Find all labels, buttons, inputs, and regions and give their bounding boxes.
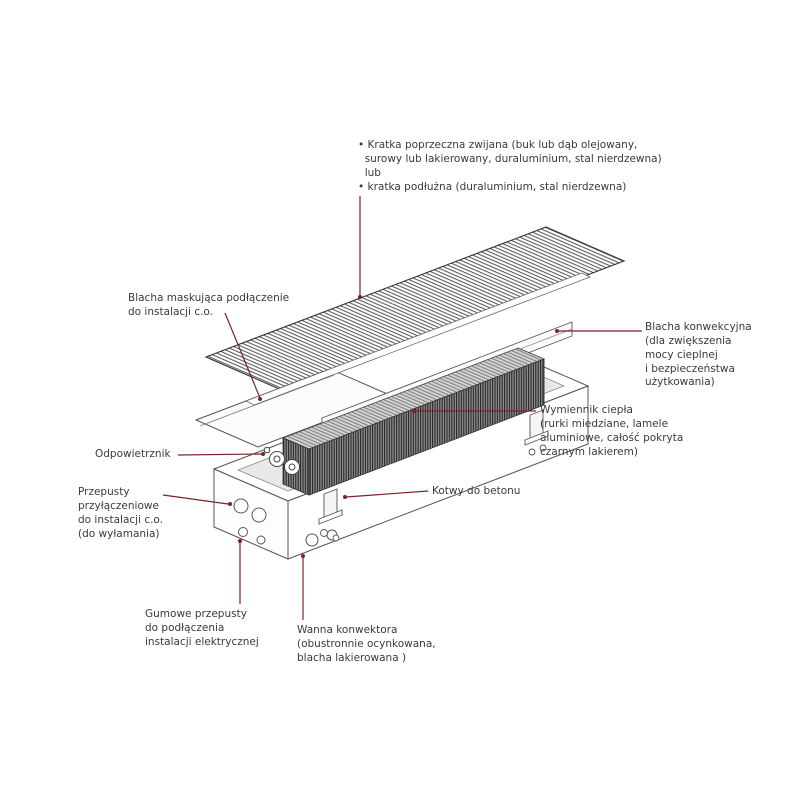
label-air-vent: Odpowietrznik — [95, 448, 171, 460]
label-tub: Wanna konwektora (obustronnie ocynkowana… — [297, 624, 436, 664]
label-heat-exchanger: Wymiennik ciepła (rurki miedziane, lamel… — [540, 404, 684, 458]
concrete-anchors — [318, 409, 549, 542]
label-rubber-grommets: Gumowe przepusty do podłączenia instalac… — [145, 608, 259, 648]
grille-frame-bar — [245, 272, 591, 406]
leader-co-knockouts — [162, 494, 229, 505]
label-anchors: Kotwy do betonu — [432, 485, 521, 497]
label-co-knockouts: Przepusty przyłączeniowe do instalacji c… — [78, 486, 164, 540]
connection-pipes — [263, 446, 300, 475]
leader-masking-plate — [224, 312, 261, 399]
air-vent — [263, 446, 271, 454]
leader-air-vent — [177, 453, 263, 456]
callout-leaders — [162, 196, 642, 620]
rubber-grommet-hole — [256, 535, 266, 545]
co-knockout-hole — [233, 498, 249, 514]
leader-anchors — [345, 490, 429, 498]
top-grille — [204, 226, 626, 392]
label-masking-plate: Blacha maskująca podłączenie do instalac… — [128, 292, 290, 318]
tub-front-hole — [305, 533, 319, 547]
co-knockout-hole — [251, 507, 267, 523]
label-convection-plate: Blacha konwekcyjna (dla zwiększenia mocy… — [645, 321, 752, 389]
label-grille: • Kratka poprzeczna zwijana (buk lub dąb… — [358, 139, 662, 193]
rubber-grommet-hole — [238, 527, 248, 537]
